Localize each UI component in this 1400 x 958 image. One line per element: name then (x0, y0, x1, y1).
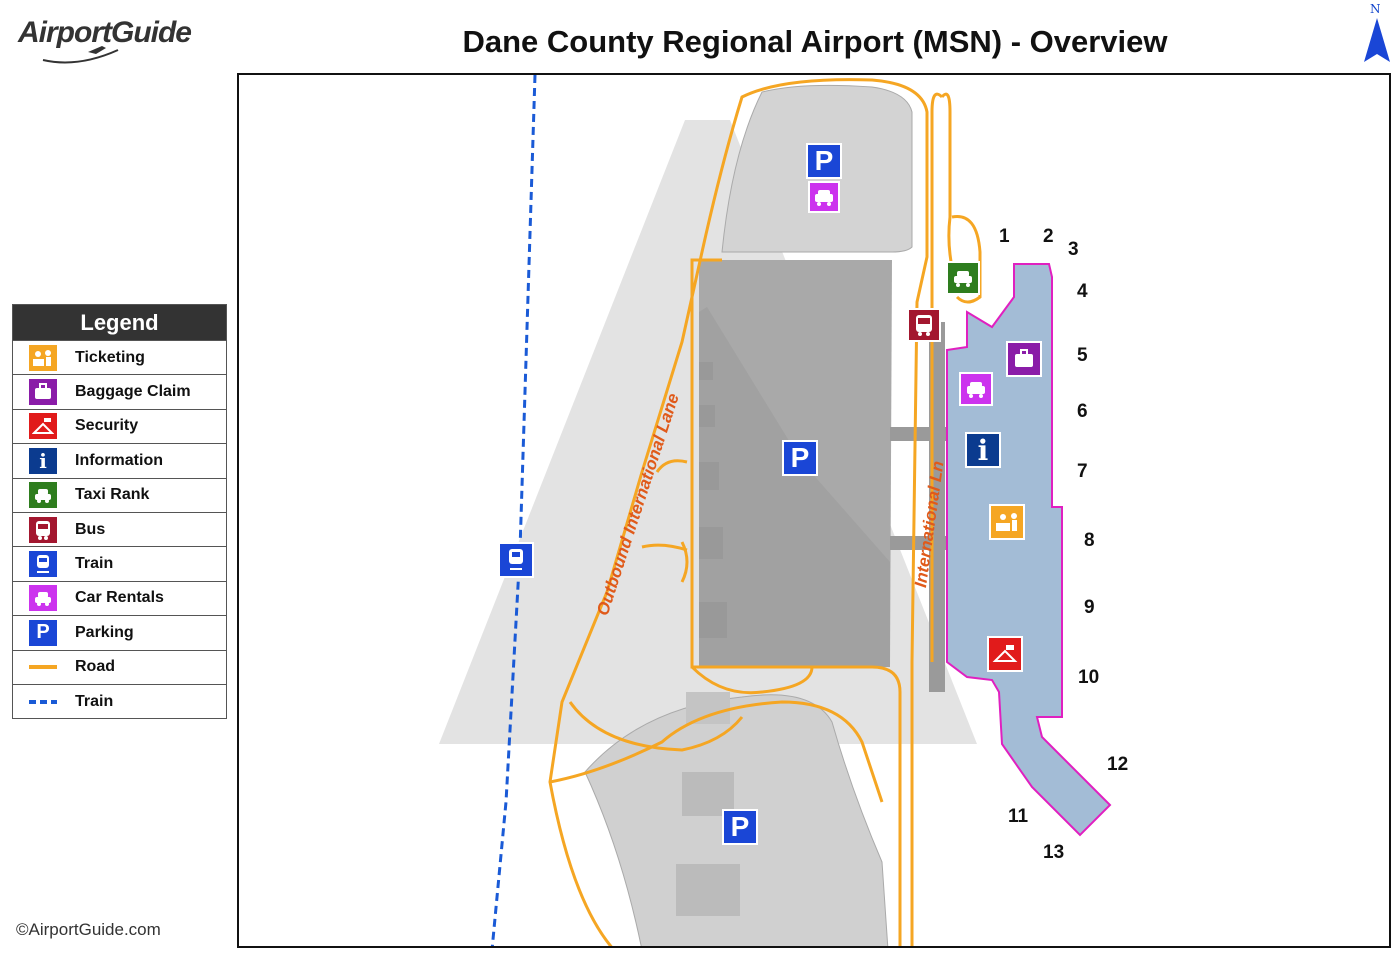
gate-4: 4 (1077, 281, 1088, 302)
taxi-icon-rank[interactable] (946, 261, 980, 295)
legend-item-road: Road (13, 649, 226, 684)
baggage-claim-icon-terminal[interactable] (1006, 341, 1042, 377)
bus-icon-stop[interactable] (907, 308, 941, 342)
gate-5: 5 (1077, 345, 1088, 366)
car-rental-icon-terminal[interactable] (959, 372, 993, 406)
taxi-icon (29, 482, 57, 509)
legend-item-information: i Information (13, 443, 226, 477)
legend-label: Ticketing (75, 348, 145, 366)
parking-icon-north[interactable]: P (806, 143, 842, 179)
gate-7: 7 (1077, 461, 1088, 482)
legend-label: Train (75, 692, 114, 710)
legend-item-car-rentals: Car Rentals (13, 580, 226, 615)
legend-item-ticketing: Ticketing (13, 340, 226, 374)
legend-label: Baggage Claim (75, 383, 191, 401)
terminal-building (946, 263, 1112, 837)
car-rental-icon-north[interactable] (808, 181, 840, 213)
road-line-icon (29, 654, 57, 680)
ticketing-icon-terminal[interactable] (989, 504, 1025, 540)
train-line-icon (29, 689, 57, 715)
ticketing-icon (29, 344, 57, 371)
legend-label: Road (75, 658, 115, 676)
legend-label: Parking (75, 623, 134, 641)
road-network (548, 78, 982, 946)
legend-label: Information (75, 451, 163, 469)
airport-map[interactable]: Outbound International Lane Internationa… (237, 73, 1391, 948)
legend-label: Security (75, 417, 139, 435)
information-icon-terminal[interactable]: i (965, 432, 1001, 468)
gate-3: 3 (1068, 239, 1079, 260)
page-title: Dane County Regional Airport (MSN) - Ove… (462, 24, 1168, 59)
gate-8: 8 (1084, 530, 1095, 551)
parking-icon-south[interactable]: P (722, 809, 758, 845)
legend-label: Bus (75, 520, 106, 538)
parking-icon: P (29, 619, 57, 646)
airplane-icon (42, 46, 119, 64)
legend-item-train-line: Train (13, 683, 226, 718)
legend-label: Car Rentals (75, 589, 164, 607)
gate-9: 9 (1084, 597, 1095, 618)
legend-item-parking: P Parking (13, 615, 226, 649)
security-icon (29, 413, 57, 440)
legend-item-bus: Bus (13, 511, 226, 546)
information-icon: i (29, 447, 57, 474)
bus-icon (29, 516, 57, 543)
legend-panel: Legend Ticketing Baggage Claim Security … (12, 304, 227, 720)
car-rental-icon (29, 585, 57, 612)
gate-12: 12 (1107, 754, 1129, 775)
legend-item-train: Train (13, 546, 226, 580)
legend-title: Legend (13, 305, 226, 340)
train-icon-station[interactable] (498, 542, 534, 578)
north-label: N (1370, 2, 1381, 16)
gate-10: 10 (1078, 667, 1100, 688)
parking-icon-garage[interactable]: P (782, 440, 818, 476)
gate-11: 11 (1008, 806, 1029, 827)
train-icon (29, 551, 57, 578)
gate-6: 6 (1077, 401, 1088, 422)
gate-2: 2 (1043, 226, 1054, 247)
skybridge-south (890, 536, 956, 550)
security-icon-terminal[interactable] (987, 636, 1023, 672)
train-line (490, 75, 537, 946)
gate-1: 1 (999, 226, 1010, 247)
copyright-footer: ©AirportGuide.com (16, 920, 161, 939)
legend-item-taxi: Taxi Rank (13, 477, 226, 512)
baggage-claim-icon (29, 379, 57, 406)
legend-label: Train (75, 555, 114, 573)
logo-text: AirportGuide (18, 16, 192, 49)
legend-item-baggage-claim: Baggage Claim (13, 374, 226, 408)
airportguide-logo: AirportGuide (18, 8, 218, 68)
north-arrow-icon (1364, 18, 1390, 62)
gate-13: 13 (1043, 842, 1065, 863)
legend-label: Taxi Rank (75, 486, 150, 504)
legend-item-security: Security (13, 408, 226, 443)
